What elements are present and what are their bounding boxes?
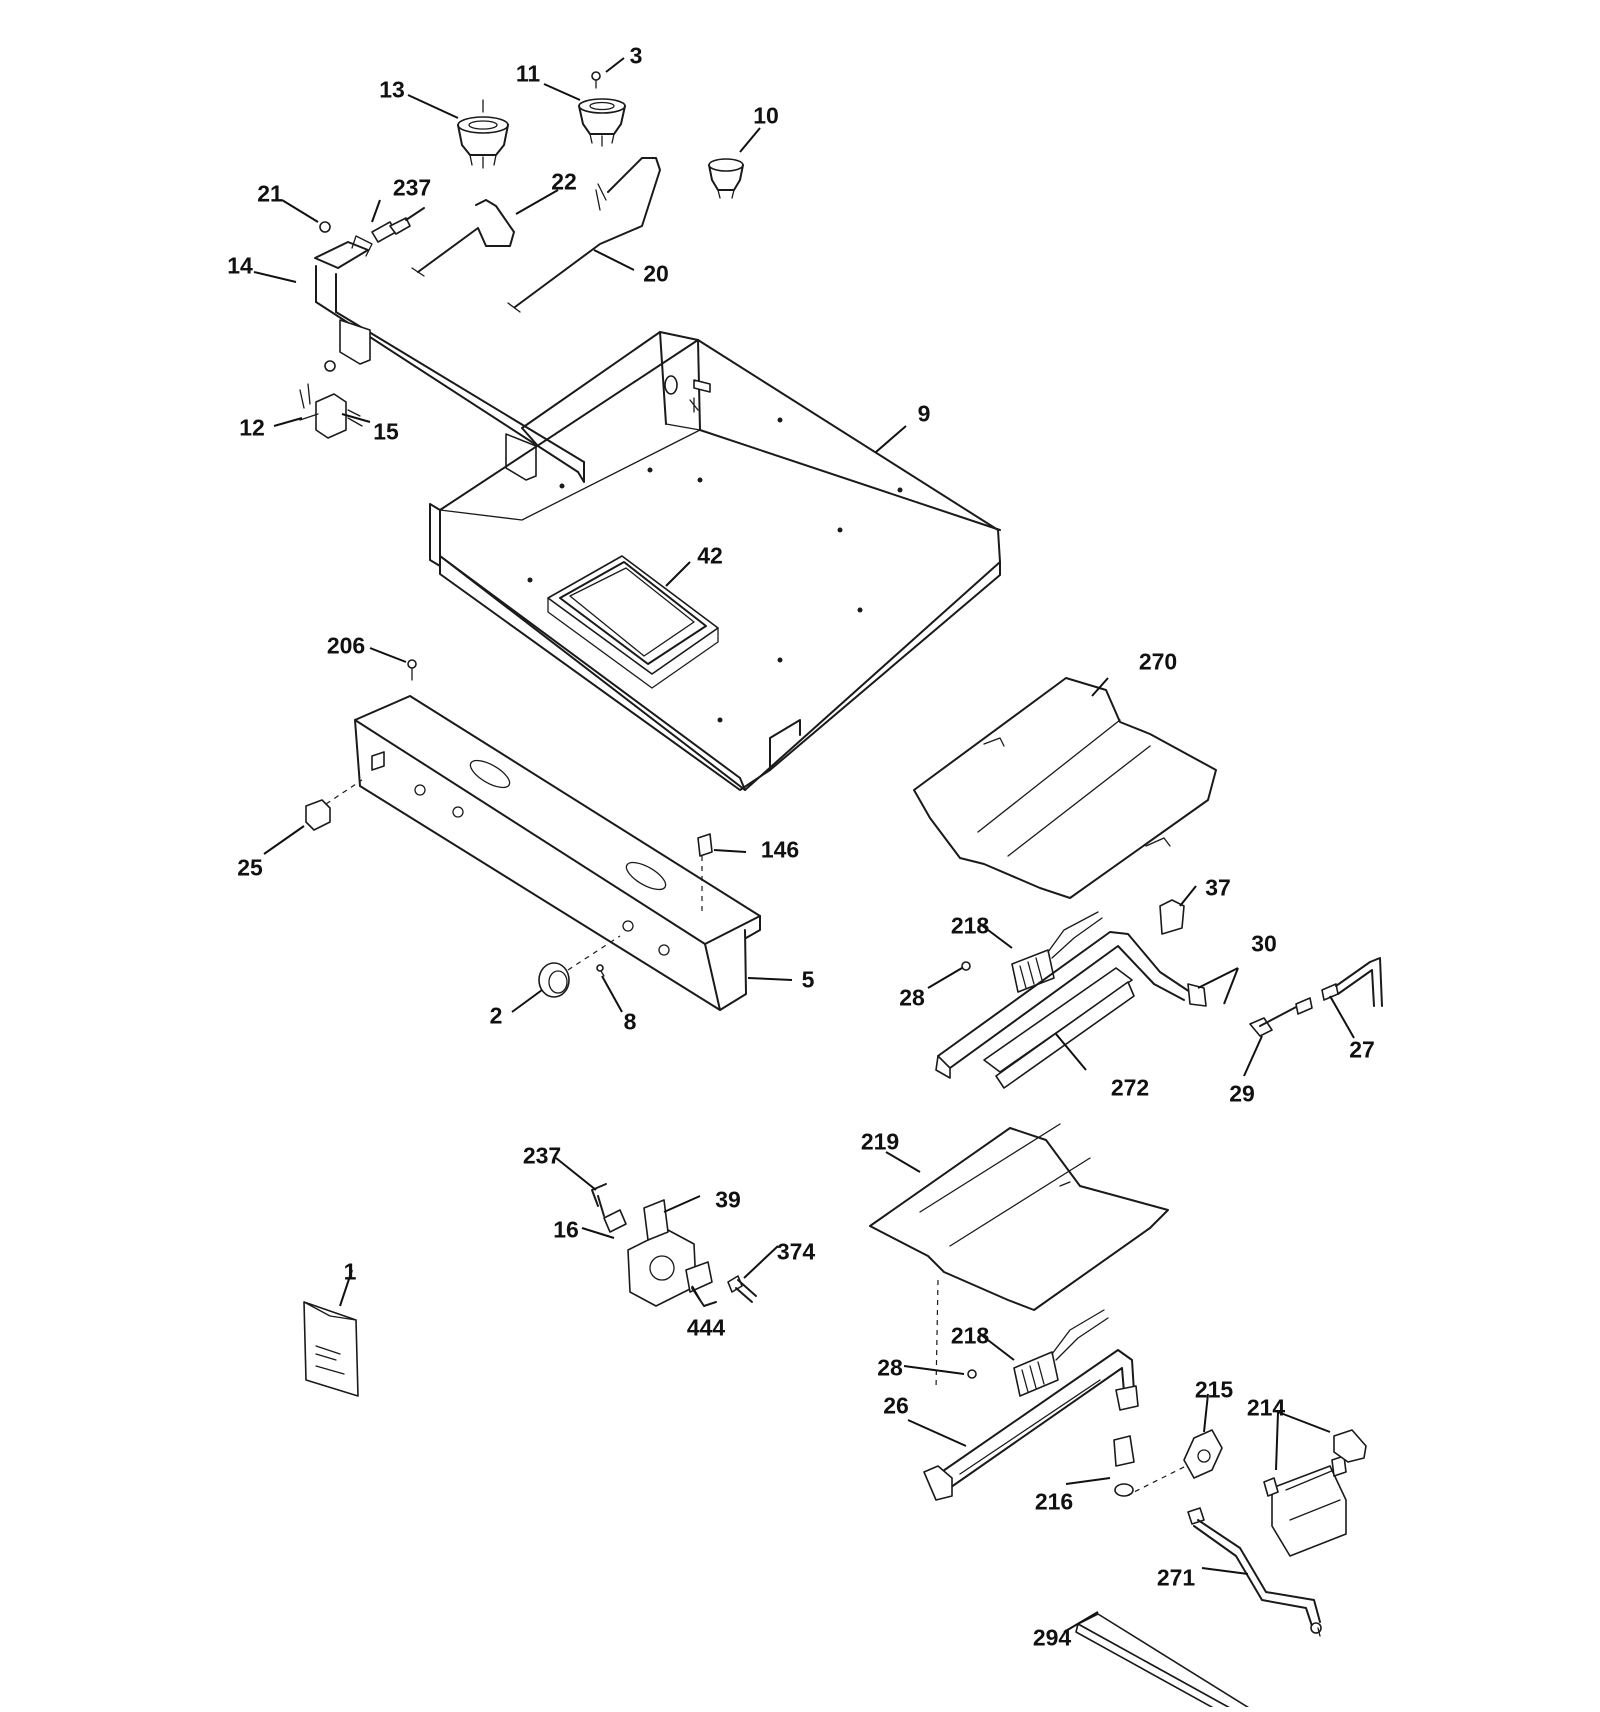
gas-tube-271 [1187,1507,1322,1637]
bracket-39 [643,1199,669,1241]
part-label-272: 272 [1110,1074,1150,1101]
bake-burner-26 [923,1349,1139,1501]
orifice-374 [727,1275,757,1303]
part-label-27: 27 [1349,1036,1375,1063]
literature-pack-1 [303,1301,359,1397]
part-label-26: 26 [883,1392,909,1419]
part-label-8: 8 [623,1008,637,1035]
thermostat-valve-16 [627,1229,717,1307]
part-label-12: 12 [239,414,265,441]
gas-manifold-14 [314,235,585,483]
valve-214 [1263,1429,1367,1557]
part-label-374: 374 [776,1238,816,1265]
screw-3 [591,71,601,89]
part-label-9: 9 [917,400,931,427]
manifold-panel-5 [354,695,761,1011]
part-label-21: 21 [257,180,283,207]
part-label-216: 216 [1034,1488,1074,1515]
broil-burner-272 [983,967,1135,1089]
part-label-42: 42 [697,542,723,569]
part-label-270: 270 [1138,648,1178,675]
screw-8 [596,964,605,977]
ignitor-218-lower [1013,1309,1109,1397]
part-label-215: 215 [1194,1376,1234,1403]
tube-237-lower [591,1183,627,1233]
baffle-219 [869,1123,1169,1391]
burner-tube-30 [935,931,1207,1079]
part-label-39: 39 [715,1186,741,1213]
burner-box-9 [429,331,1001,791]
part-label-28-upper: 28 [899,984,925,1011]
part-label-444: 444 [686,1314,726,1341]
orifice-fitting-237-top [371,207,425,243]
part-label-15: 15 [373,418,399,445]
shutter-216 [1113,1435,1191,1497]
clip-146 [697,833,713,916]
part-label-14: 14 [227,252,253,279]
burner-head-10 [708,158,744,199]
screw-28-upper [961,961,971,971]
part-label-25: 25 [237,854,263,881]
knob-2 [538,935,621,998]
part-label-237-lower: 237 [522,1142,562,1169]
part-label-11: 11 [515,60,541,87]
part-label-28-lower: 28 [877,1354,903,1381]
part-label-218-upper: 218 [950,912,990,939]
burner-head-13 [457,99,509,169]
burner-head-11 [578,98,626,147]
part-label-29: 29 [1229,1080,1255,1107]
part-label-146: 146 [760,836,800,863]
screw-28-lower [967,1369,977,1379]
valve-switch-12-15 [299,360,363,439]
part-label-10: 10 [753,102,779,129]
screw-206 [407,659,417,681]
orifice-29 [1249,997,1313,1037]
part-label-218-lower: 218 [950,1322,990,1349]
part-label-237-upper: 237 [392,174,432,201]
clip-25 [305,779,363,831]
burner-tube-20 [507,157,661,313]
bracket-215 [1183,1429,1223,1479]
part-label-13: 13 [379,76,405,103]
part-label-1: 1 [343,1258,357,1285]
baffle-270 [913,677,1217,899]
part-label-20: 20 [643,260,669,287]
part-label-206: 206 [326,632,366,659]
tube-27 [1321,957,1383,1007]
burner-tube-22 [411,199,515,277]
part-label-37: 37 [1205,874,1231,901]
part-label-2: 2 [489,1002,503,1029]
ignitor-218-upper [1011,911,1103,993]
part-label-22: 22 [551,168,577,195]
part-label-271: 271 [1156,1564,1196,1591]
bracket-37 [1159,899,1185,935]
part-label-3: 3 [629,42,643,69]
bracket-294 [1075,1613,1258,1712]
part-label-5: 5 [801,966,815,993]
part-label-219: 219 [860,1128,900,1155]
vent-42 [547,555,719,689]
part-label-294: 294 [1032,1624,1072,1651]
part-label-16: 16 [553,1216,579,1243]
leader-lines [253,57,1355,1633]
part-label-30: 30 [1251,930,1277,957]
part-label-214: 214 [1246,1394,1286,1421]
fitting-21 [319,221,331,233]
